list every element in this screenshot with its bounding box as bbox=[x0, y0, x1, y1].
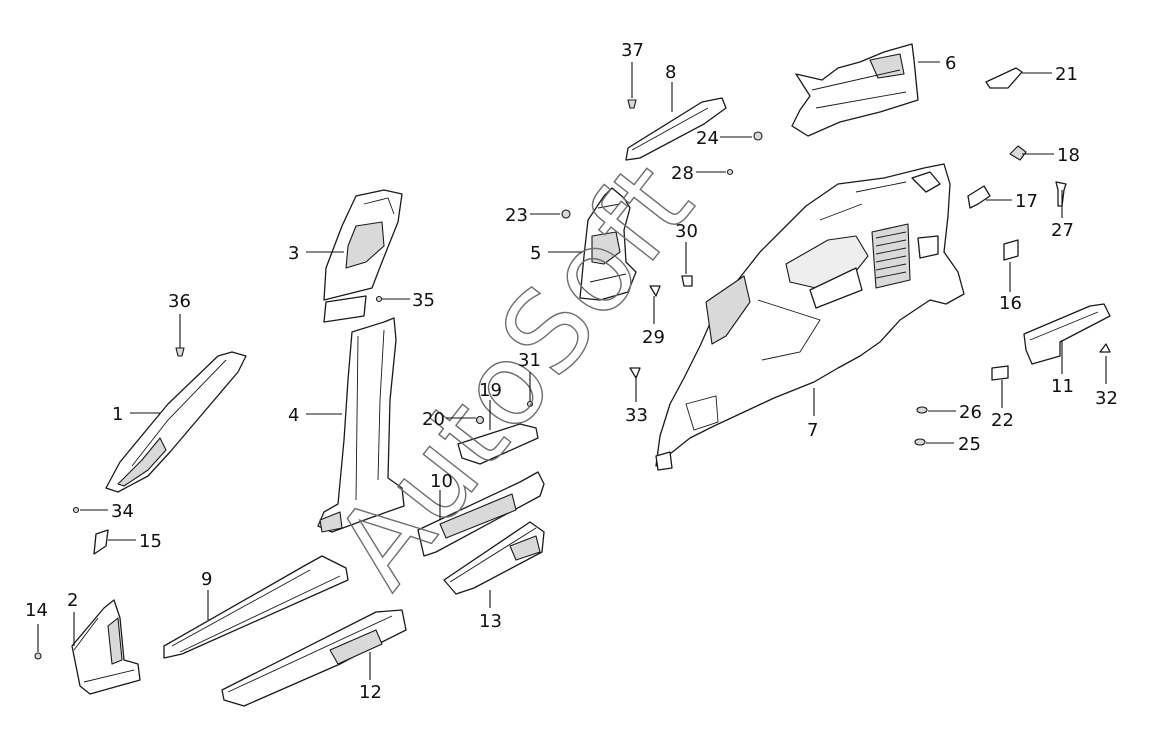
callout-4: 4 bbox=[288, 405, 299, 426]
part-7-rear-quarter-panel bbox=[655, 163, 965, 471]
part-36-clip bbox=[175, 347, 185, 357]
callout-13: 13 bbox=[479, 611, 502, 632]
callout-18: 18 bbox=[1057, 145, 1080, 166]
callout-26: 26 bbox=[959, 402, 982, 423]
part-25-screw bbox=[914, 438, 926, 446]
part-19-plate bbox=[457, 423, 539, 465]
part-15-bracket bbox=[93, 529, 109, 555]
callout-29: 29 bbox=[642, 327, 665, 348]
callout-20: 20 bbox=[422, 409, 445, 430]
callout-labels: 1 2 3 4 5 6 7 8 9 10 11 12 13 14 15 16 1… bbox=[25, 40, 1118, 703]
part-11-luggage-side-trim bbox=[1023, 303, 1111, 365]
callout-32: 32 bbox=[1095, 388, 1118, 409]
callout-28: 28 bbox=[671, 163, 694, 184]
callout-31: 31 bbox=[518, 350, 541, 371]
part-3-b-pillar-upper bbox=[323, 189, 403, 323]
leader-lines bbox=[37, 61, 1107, 680]
part-9-front-scuff-plate bbox=[163, 555, 349, 659]
part-1-front-pillar-trim bbox=[105, 351, 247, 493]
callout-37: 37 bbox=[621, 40, 644, 61]
part-34-pin bbox=[72, 506, 80, 514]
callout-33: 33 bbox=[625, 405, 648, 426]
callout-24: 24 bbox=[696, 128, 719, 149]
part-30-clip bbox=[681, 275, 693, 287]
callout-6: 6 bbox=[945, 53, 956, 74]
part-29-clip bbox=[649, 285, 661, 297]
part-22-pad bbox=[991, 365, 1009, 381]
callout-5: 5 bbox=[530, 243, 541, 264]
part-26-screw bbox=[916, 406, 928, 414]
part-14-clip bbox=[34, 652, 42, 660]
part-16-pad bbox=[1003, 239, 1019, 261]
callout-11: 11 bbox=[1051, 376, 1074, 397]
part-10-rear-scuff-plate bbox=[417, 471, 545, 557]
part-13-rear-sill-support bbox=[443, 521, 545, 595]
part-4-b-pillar-lower bbox=[317, 317, 405, 533]
part-17-hook bbox=[967, 185, 991, 209]
part-23-grommet bbox=[561, 209, 571, 219]
callout-25: 25 bbox=[958, 434, 981, 455]
callout-22: 22 bbox=[991, 410, 1014, 431]
callout-2: 2 bbox=[67, 590, 78, 611]
part-28-clip bbox=[726, 168, 734, 176]
callout-8: 8 bbox=[665, 62, 676, 83]
callout-15: 15 bbox=[139, 531, 162, 552]
callout-3: 3 bbox=[288, 243, 299, 264]
callout-14: 14 bbox=[25, 600, 48, 621]
part-18-cap bbox=[1009, 145, 1027, 161]
callout-16: 16 bbox=[999, 293, 1022, 314]
callout-12: 12 bbox=[359, 682, 382, 703]
part-5-c-pillar-trim bbox=[579, 187, 637, 301]
callout-17: 17 bbox=[1015, 191, 1038, 212]
part-8-upper-trim-strip bbox=[625, 97, 727, 161]
callout-36: 36 bbox=[168, 291, 191, 312]
part-27-bolt bbox=[1055, 181, 1067, 207]
callout-1: 1 bbox=[112, 404, 123, 425]
part-6-upper-quarter-trim bbox=[791, 43, 919, 137]
part-37-clip bbox=[627, 99, 637, 109]
part-32-clip bbox=[1099, 343, 1111, 353]
callout-34: 34 bbox=[111, 501, 134, 522]
callout-27: 27 bbox=[1051, 220, 1074, 241]
part-20-clip bbox=[475, 415, 485, 425]
part-21-cover bbox=[985, 67, 1023, 89]
part-24-grommet bbox=[753, 131, 763, 141]
part-12-front-sill-support bbox=[221, 609, 407, 707]
callout-10: 10 bbox=[430, 471, 453, 492]
callout-21: 21 bbox=[1055, 64, 1078, 85]
callout-7: 7 bbox=[807, 420, 818, 441]
part-35-pin bbox=[375, 295, 383, 303]
callout-30: 30 bbox=[675, 221, 698, 242]
callout-19: 19 bbox=[479, 380, 502, 401]
callout-9: 9 bbox=[201, 569, 212, 590]
callout-23: 23 bbox=[505, 205, 528, 226]
part-2-kick-panel bbox=[71, 599, 141, 695]
callout-35: 35 bbox=[412, 290, 435, 311]
part-33-clip bbox=[629, 367, 641, 379]
